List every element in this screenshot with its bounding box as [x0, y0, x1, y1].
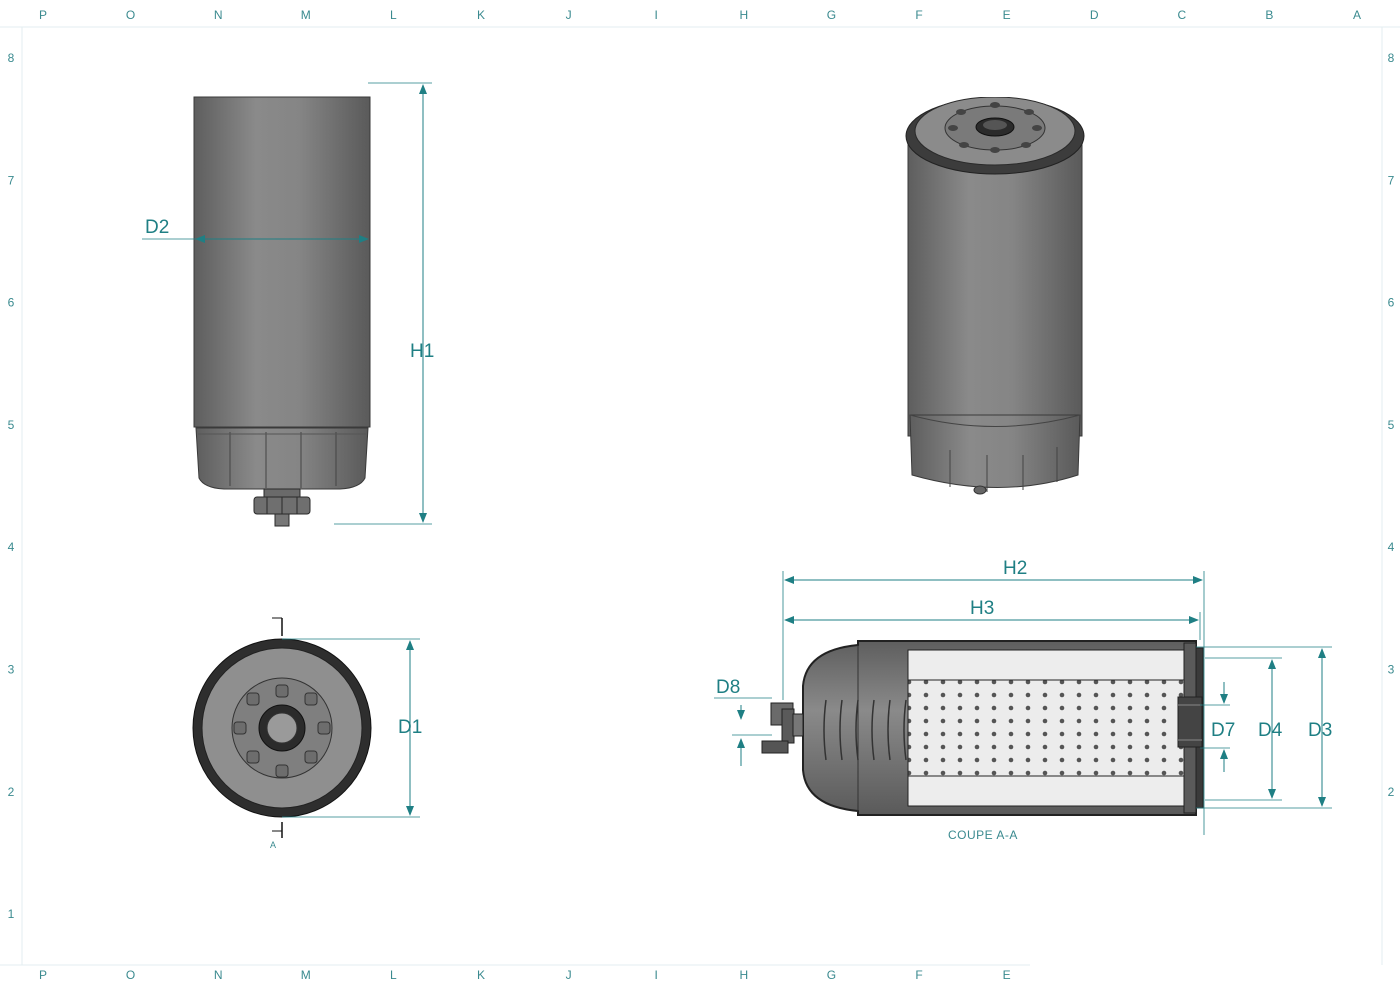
top-column-label: G	[827, 8, 836, 22]
h2-label: H2	[1003, 558, 1027, 579]
bottom-column-label: O	[126, 968, 135, 982]
d1-dimension	[282, 638, 420, 818]
filter-section-view	[761, 640, 1204, 816]
right-row-label: 8	[1388, 51, 1395, 65]
right-row-labels: 8 7 6 5 4 3 2	[1388, 51, 1395, 799]
top-column-label: K	[477, 8, 485, 22]
top-column-label: P	[39, 8, 47, 22]
bottom-column-label: K	[477, 968, 485, 982]
d2-label: D2	[145, 217, 169, 238]
filter-end-view	[192, 638, 372, 818]
d8-label: D8	[716, 677, 740, 698]
bottom-column-label: N	[214, 968, 223, 982]
right-row-label: 5	[1388, 418, 1395, 432]
h3-label: H3	[970, 598, 994, 619]
right-row-label: 3	[1388, 663, 1395, 677]
left-row-label: 8	[8, 51, 15, 65]
d3-dimension	[1196, 646, 1332, 809]
section-cut-marks	[272, 617, 283, 838]
bottom-column-label: I	[655, 968, 658, 982]
bottom-column-label: F	[915, 968, 922, 982]
top-column-label: N	[214, 8, 223, 22]
h2-dimension	[782, 571, 1205, 835]
top-column-label: B	[1265, 8, 1273, 22]
h3-dimension	[784, 612, 1201, 640]
filter-side-view	[193, 96, 371, 527]
h1-label: H1	[410, 341, 434, 362]
top-column-label: H	[739, 8, 748, 22]
d3-label: D3	[1308, 720, 1332, 741]
top-column-label: C	[1177, 8, 1186, 22]
left-row-label: 2	[8, 785, 15, 799]
right-row-label: 6	[1388, 296, 1395, 310]
section-caption: COUPE A-A	[948, 828, 1018, 842]
bottom-column-label: H	[739, 968, 748, 982]
bottom-column-label: L	[390, 968, 397, 982]
left-row-label: 1	[8, 907, 15, 921]
bottom-column-label: G	[827, 968, 836, 982]
bottom-column-label: J	[566, 968, 572, 982]
left-row-labels: 8 7 6 5 4 3 2 1	[8, 51, 15, 921]
h1-dimension	[334, 82, 432, 525]
right-row-label: 7	[1388, 173, 1395, 187]
d1-label: D1	[398, 717, 422, 738]
top-column-label: M	[301, 8, 311, 22]
sheet-border	[0, 26, 1400, 966]
top-column-label: J	[566, 8, 572, 22]
top-column-label: A	[1353, 8, 1361, 22]
top-column-label: F	[915, 8, 922, 22]
bottom-column-label: P	[39, 968, 47, 982]
bottom-column-label: E	[1003, 968, 1011, 982]
top-column-label: I	[655, 8, 658, 22]
right-row-label: 4	[1388, 540, 1395, 554]
left-row-label: 6	[8, 296, 15, 310]
d4-dimension	[1205, 657, 1282, 801]
d8-dimension	[714, 697, 772, 766]
left-row-label: 5	[8, 418, 15, 432]
section-marker-label: A	[270, 840, 276, 850]
d7-label: D7	[1211, 720, 1235, 741]
top-column-label: D	[1090, 8, 1099, 22]
filter-isometric-view	[895, 60, 1095, 495]
left-row-label: 4	[8, 540, 15, 554]
top-column-label: O	[126, 8, 135, 22]
d7-dimension	[1200, 682, 1230, 772]
left-row-label: 7	[8, 173, 15, 187]
top-column-label: L	[390, 8, 397, 22]
left-row-label: 3	[8, 663, 15, 677]
d4-label: D4	[1258, 720, 1283, 741]
right-row-label: 2	[1388, 785, 1395, 799]
bottom-column-label: M	[301, 968, 311, 982]
top-column-label: E	[1003, 8, 1011, 22]
